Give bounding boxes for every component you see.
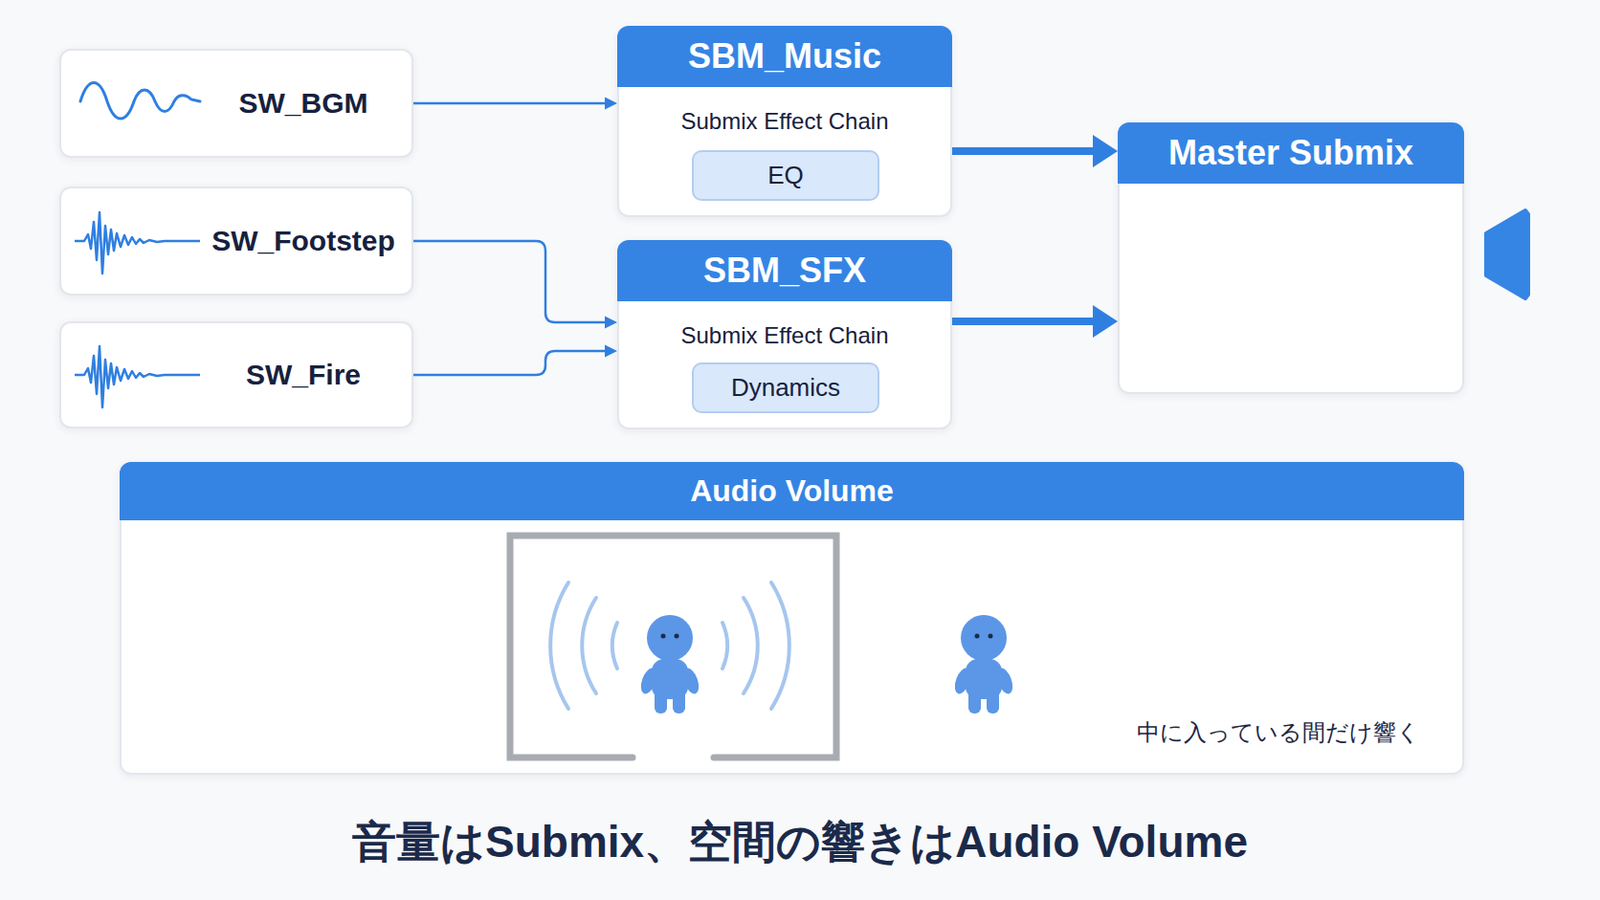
card-header: Master Submix: [1117, 122, 1465, 184]
connector-line: [413, 102, 607, 106]
card-body-text: Submix Effect Chain: [619, 320, 951, 352]
person-leg: [986, 687, 1000, 714]
music-wave-icon: [80, 83, 200, 120]
arrow-head: [604, 345, 618, 358]
sfx-wave-icon: [74, 212, 200, 274]
connector-line: [952, 147, 1095, 156]
effect-pill: EQ: [691, 150, 880, 201]
person-leg: [672, 687, 686, 714]
submix-card: SBM_MusicSubmix Effect ChainEQ: [617, 25, 953, 218]
sound-arc: [743, 598, 758, 694]
person-arm: [638, 666, 661, 696]
person-body: [965, 659, 1002, 700]
card-header: Audio Volume: [119, 462, 1465, 521]
person-leg: [654, 687, 667, 714]
card-header: SBM_Music: [617, 25, 953, 88]
person-arm: [994, 666, 1017, 696]
connector: [413, 97, 618, 111]
sound-arc: [612, 622, 618, 669]
arrow-head: [604, 316, 618, 330]
sound-wave-box: SW_BGM: [59, 48, 414, 158]
connector-line: [413, 241, 607, 323]
sound-wave-name: SW_Fire: [195, 358, 412, 392]
sound-wave-name: SW_Footstep: [195, 224, 412, 258]
sound-wave-name: SW_BGM: [195, 87, 412, 120]
arrow-head: [1092, 134, 1118, 168]
sound-arc: [722, 622, 728, 669]
person-arm: [680, 666, 703, 696]
caption: 音量はSubmix、空間の響きはAudio Volume: [0, 813, 1600, 873]
sound-wave-box: SW_Footstep: [59, 186, 414, 296]
person-head: [646, 615, 693, 662]
speaker-icon: [1486, 210, 1529, 299]
sfx-wave-icon: [74, 346, 200, 408]
person-arm: [952, 666, 975, 696]
card-body-text: Submix Effect Chain: [619, 106, 951, 137]
effect-name: Dynamics: [731, 373, 841, 403]
connector: [952, 305, 1118, 338]
person-figure: [952, 615, 1017, 714]
person-figure: [638, 615, 703, 714]
sound-wave-box: SW_Fire: [59, 321, 414, 429]
connector-line: [413, 351, 607, 376]
room-outline: [510, 535, 837, 758]
connector: [952, 134, 1118, 168]
connector-line: [952, 317, 1095, 326]
person-body: [651, 659, 689, 700]
submix-card: SBM_SFX Submix Effect ChainDynamics: [617, 240, 953, 430]
sound-waves: [550, 582, 790, 710]
person-eye: [661, 634, 667, 640]
person-eye: [988, 634, 994, 640]
sound-arc: [771, 582, 790, 710]
effect-name: EQ: [767, 160, 804, 191]
connector: [413, 345, 618, 377]
submix-card: Master Submix: [1117, 122, 1465, 395]
connector: [413, 241, 618, 330]
person-eye: [975, 634, 980, 640]
card-header: SBM_SFX: [617, 240, 953, 302]
sound-arc: [581, 598, 597, 694]
arrow-head: [604, 97, 618, 111]
arrow-head: [1092, 305, 1118, 338]
person-head: [960, 615, 1007, 662]
person-leg: [968, 687, 981, 714]
sound-arc: [550, 582, 569, 710]
submix-card: Audio Volume: [119, 462, 1465, 776]
effect-pill: Dynamics: [691, 362, 880, 414]
person-eye: [674, 634, 680, 640]
